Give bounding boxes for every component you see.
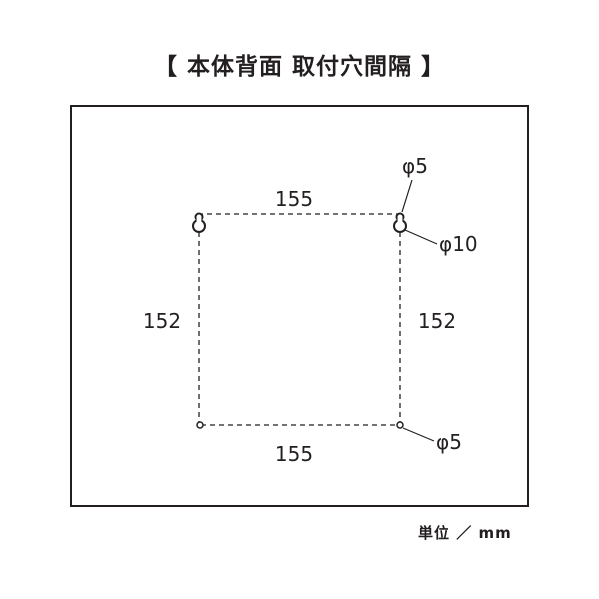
body-outline	[70, 105, 529, 507]
leader-bottom-hole	[402, 427, 435, 442]
keyhole-slot-right	[393, 212, 407, 233]
diagram-title: 【 本体背面 取付穴間隔 】	[153, 54, 446, 80]
hole-spacing-guides	[198, 213, 401, 426]
slot-head-diameter-label: φ5	[402, 154, 428, 178]
leader-top-slot-head	[401, 179, 413, 213]
left-height-label: 152	[143, 309, 181, 333]
leader-top-slot-body	[404, 229, 438, 245]
top-width-label: 155	[275, 187, 313, 211]
slot-body-diameter-label: φ10	[439, 232, 478, 256]
right-height-label: 152	[418, 309, 456, 333]
bottom-hole-right	[396, 421, 404, 429]
bottom-hole-left	[196, 421, 204, 429]
bottom-width-label: 155	[275, 442, 313, 466]
keyhole-slot-left	[192, 212, 206, 233]
bottom-hole-diameter-label: φ5	[436, 430, 462, 454]
unit-label: 単位 ／ mm	[418, 524, 512, 542]
